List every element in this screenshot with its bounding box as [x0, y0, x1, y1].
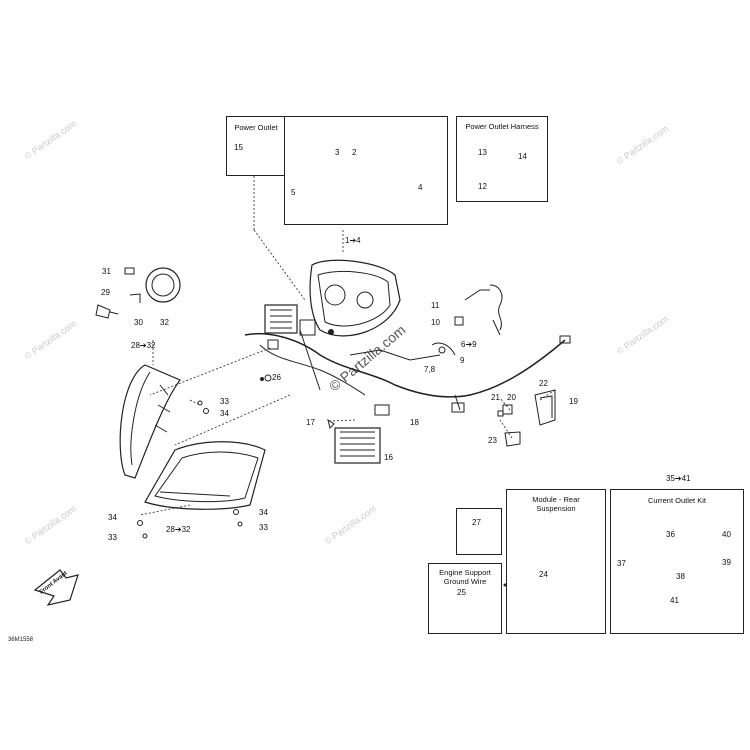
part-27-box [456, 508, 502, 555]
callout-33-a: 33 [220, 397, 229, 406]
callout-36: 36 [666, 530, 675, 539]
callout-26: 26 [272, 373, 281, 382]
power-outlet-title: Power Outlet [234, 123, 278, 132]
module-rear-box: Module - Rear Suspension [506, 489, 606, 634]
callout-15: 15 [234, 143, 243, 152]
callout-11: 11 [431, 301, 440, 310]
callout-31: 31 [102, 267, 111, 276]
module-rear-title: Module - Rear Suspension [532, 495, 580, 513]
callout-41: 41 [670, 596, 679, 605]
engine-support-title: Engine Support Ground Wire [439, 568, 491, 586]
callout-22: 22 [539, 379, 548, 388]
callout-38: 38 [676, 572, 685, 581]
callout-34-c: 34 [259, 508, 268, 517]
callout-39: 39 [722, 558, 731, 567]
callout-19: 19 [569, 397, 578, 406]
engine-support-box: Engine Support Ground Wire [428, 563, 502, 634]
callout-12: 12 [478, 182, 487, 191]
callout-13: 13 [478, 148, 487, 157]
callout-9: 9 [460, 356, 465, 365]
callout-10: 10 [431, 318, 440, 327]
callout-21: 21 [491, 393, 500, 402]
callout-30: 30 [134, 318, 143, 327]
callout-34-a: 34 [220, 409, 229, 418]
callout-34-b: 34 [108, 513, 117, 522]
callout-2: 2 [352, 148, 357, 157]
callout-25: 25 [457, 588, 466, 597]
callout-24: 24 [539, 570, 548, 579]
callout-1-4: 1➔4 [345, 236, 361, 245]
callout-16: 16 [384, 453, 393, 462]
power-outlet-box: Power Outlet [226, 116, 286, 176]
cluster-box [284, 116, 448, 225]
callout-32: 32 [160, 318, 169, 327]
callout-33-b: 33 [108, 533, 117, 542]
callout-20: 20 [507, 393, 516, 402]
power-outlet-harness-title: Power Outlet Harness [465, 122, 539, 131]
callout-40: 40 [722, 530, 731, 539]
current-outlet-kit-title: Current Outlet Kit [648, 496, 706, 505]
callout-5: 5 [291, 188, 296, 197]
callout-3: 3 [335, 148, 340, 157]
callout-6-9: 6➔9 [461, 340, 477, 349]
callout-4: 4 [418, 183, 423, 192]
power-outlet-harness-box: Power Outlet Harness [456, 116, 548, 202]
callout-7-8: 7,8 [424, 365, 436, 374]
diagram-code: 36M1558 [8, 637, 34, 643]
callout-29: 29 [101, 288, 110, 297]
callout-28-32-bottom: 28➔32 [166, 525, 191, 534]
callout-23: 23 [488, 436, 497, 445]
callout-17: 17 [306, 418, 315, 427]
callout-18: 18 [410, 418, 419, 427]
current-outlet-kit-box: Current Outlet Kit [610, 489, 744, 634]
callout-35-41: 35➔41 [666, 474, 691, 483]
callout-27: 27 [472, 518, 481, 527]
callout-14: 14 [518, 152, 527, 161]
callout-37: 37 [617, 559, 626, 568]
callout-33-c: 33 [259, 523, 268, 532]
callout-28-32-top: 28➔32 [131, 341, 156, 350]
